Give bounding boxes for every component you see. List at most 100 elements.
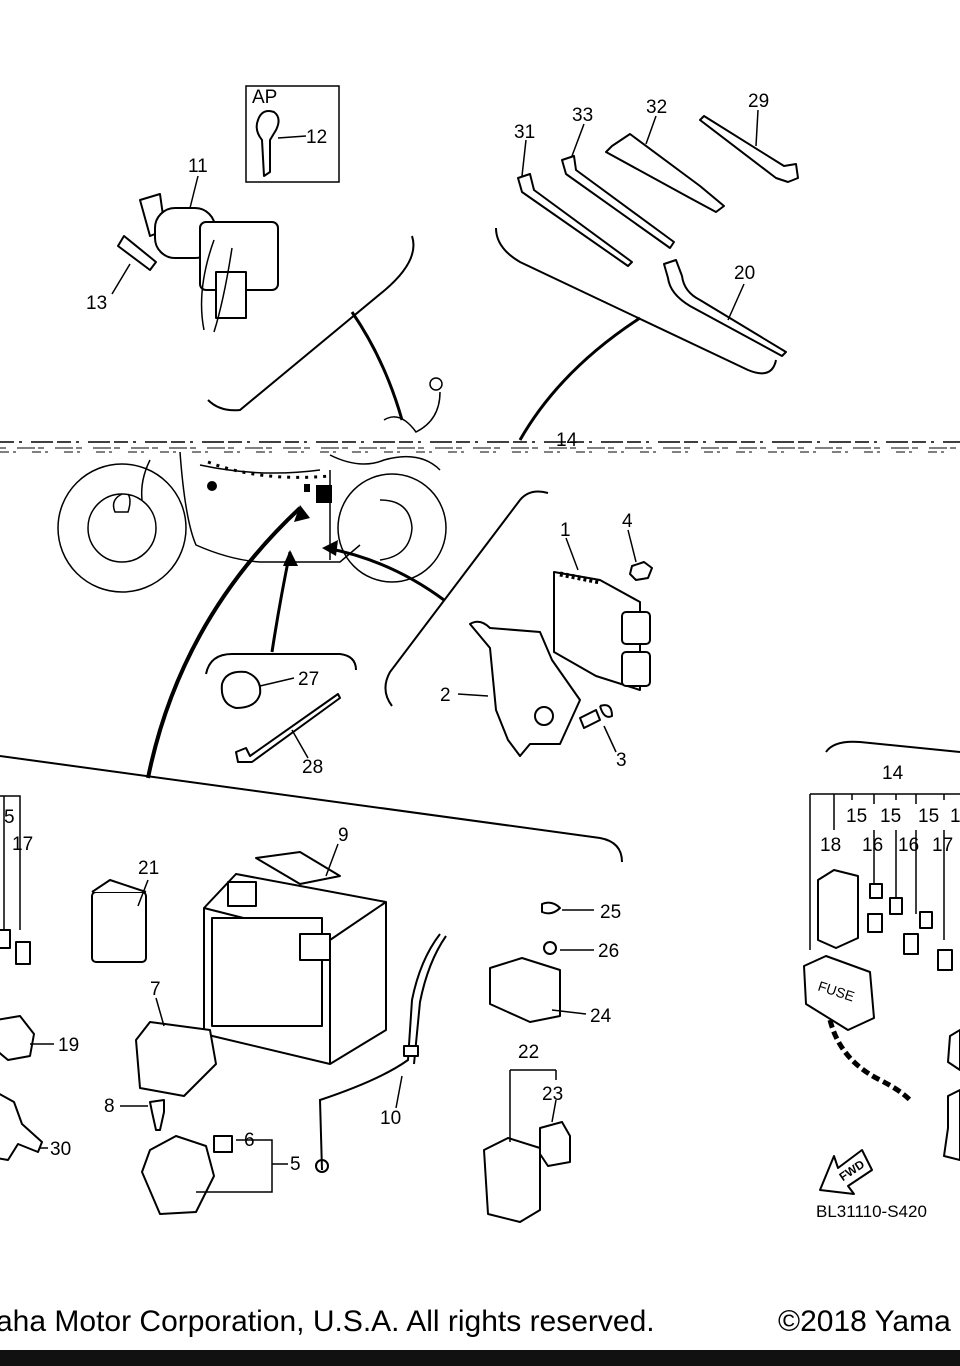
label-32: 32: [646, 97, 667, 118]
arrow-head-2: [283, 550, 298, 566]
label-33: 33: [572, 105, 593, 126]
label-21: 21: [138, 858, 159, 879]
fuse-part-17a: [919, 911, 933, 929]
bolt-part-3: [579, 704, 613, 729]
label-27: 27: [298, 669, 319, 690]
label-30: 30: [50, 1139, 71, 1160]
cable-tie-33: [561, 155, 675, 249]
group-bracket-battery: [0, 755, 623, 863]
cover-part-7: [135, 1021, 217, 1097]
cable-tie-31: [517, 173, 633, 267]
lead-33: [571, 123, 585, 157]
lead-1: [565, 537, 579, 571]
lead-32: [645, 115, 657, 145]
lead-4: [627, 529, 637, 563]
leader-band: [270, 551, 292, 653]
copyright-right: ©2018 Yama: [778, 1305, 951, 1338]
label-16a: 16: [862, 835, 883, 856]
lead-9: [325, 843, 339, 877]
label-14: 14: [882, 763, 904, 784]
label-15a: 15: [846, 806, 867, 827]
leader-top-left: [350, 311, 404, 421]
clamp-27: [220, 670, 262, 709]
label-1: 1: [560, 520, 571, 541]
harness-marker-small: [304, 484, 310, 492]
cable-part-10: [318, 933, 441, 1171]
fuse-left-a: [0, 929, 11, 949]
lead-10: [395, 1075, 403, 1109]
band-32: [605, 133, 725, 213]
group-bracket-band: [205, 653, 357, 675]
fuse-left-b: [15, 941, 31, 965]
cable-connector: [403, 1045, 419, 1057]
key-icon: [255, 110, 280, 177]
bolt-13: [117, 235, 157, 271]
label-23: 23: [542, 1084, 563, 1105]
fwd-arrow-icon: [819, 1149, 873, 1195]
starter-relay-part-5: [141, 1135, 215, 1215]
starter-relay-part-11: [139, 193, 279, 333]
relay-part-18: [817, 869, 859, 949]
label-5-left: 5: [4, 807, 15, 828]
bracket-part-2: [469, 620, 581, 757]
label-14-top: 14: [556, 430, 578, 451]
label-12: 12: [306, 127, 327, 148]
fuse-part-16b: [889, 897, 903, 915]
leader-top-right: [518, 316, 641, 441]
harness-line: [207, 460, 331, 479]
label-11: 11: [188, 156, 208, 177]
fuse-part-6: [213, 1135, 233, 1153]
label-20: 20: [734, 263, 755, 284]
diagram-code: BL31110-S420: [816, 1202, 927, 1221]
lead-left-tree: [0, 795, 21, 930]
bracket-right-edge: [947, 1029, 960, 1071]
label-4: 4: [622, 511, 633, 532]
lead-27: [259, 677, 295, 687]
bracket-hole: [534, 706, 554, 726]
part-labels: AP 12 11 13 31 33 32 29 20 14 1 4 2 3 27…: [4, 87, 960, 1184]
cable-part-10b: [413, 935, 447, 1065]
battery-part-9: [203, 851, 387, 1065]
fuse-part-23: [539, 1121, 571, 1167]
fuse-part-17b: [937, 949, 953, 971]
label-15d: 1: [950, 806, 960, 827]
label-19: 19: [58, 1035, 79, 1056]
coupler-part-19: [0, 1015, 35, 1061]
lead-22-23: [509, 1069, 557, 1142]
label-26: 26: [598, 941, 619, 962]
ap-label: AP: [252, 87, 277, 108]
lead-12: [277, 135, 307, 139]
scan-artifact-band: [0, 441, 960, 453]
label-25: 25: [600, 902, 621, 923]
bolt-part-8: [149, 1099, 165, 1131]
fuse-part-15b: [903, 933, 919, 955]
label-7: 7: [150, 979, 161, 1000]
lead-7: [155, 997, 165, 1027]
label-28: 28: [302, 757, 323, 778]
group-bracket-ecu: [384, 490, 549, 707]
screw-part-25: [541, 901, 561, 915]
ap-inset-box: [245, 85, 340, 183]
label-2: 2: [440, 685, 451, 706]
label-18: 18: [820, 835, 841, 856]
relay-part-21: [91, 891, 147, 963]
ecu-connector-b: [621, 651, 651, 687]
arrow-head-1: [294, 505, 310, 522]
lead-2: [457, 693, 489, 697]
ecu-connector-a: [621, 611, 651, 645]
harness-point: [207, 481, 217, 491]
fuse-part-15a: [867, 913, 883, 933]
bottom-bar: [0, 1350, 960, 1366]
bracket-right-edge-2: [943, 1089, 960, 1161]
leader-ecu: [325, 546, 445, 602]
label-5: 5: [290, 1154, 301, 1175]
lead-6-5: [196, 1139, 288, 1193]
relay-part-22: [483, 1137, 541, 1223]
cable-terminal: [315, 1159, 329, 1173]
ecu-fins: [559, 571, 601, 585]
label-17-left: 17: [12, 834, 33, 855]
label-24: 24: [590, 1006, 612, 1027]
lead-21: [137, 879, 149, 907]
leader-battery: [146, 506, 302, 779]
